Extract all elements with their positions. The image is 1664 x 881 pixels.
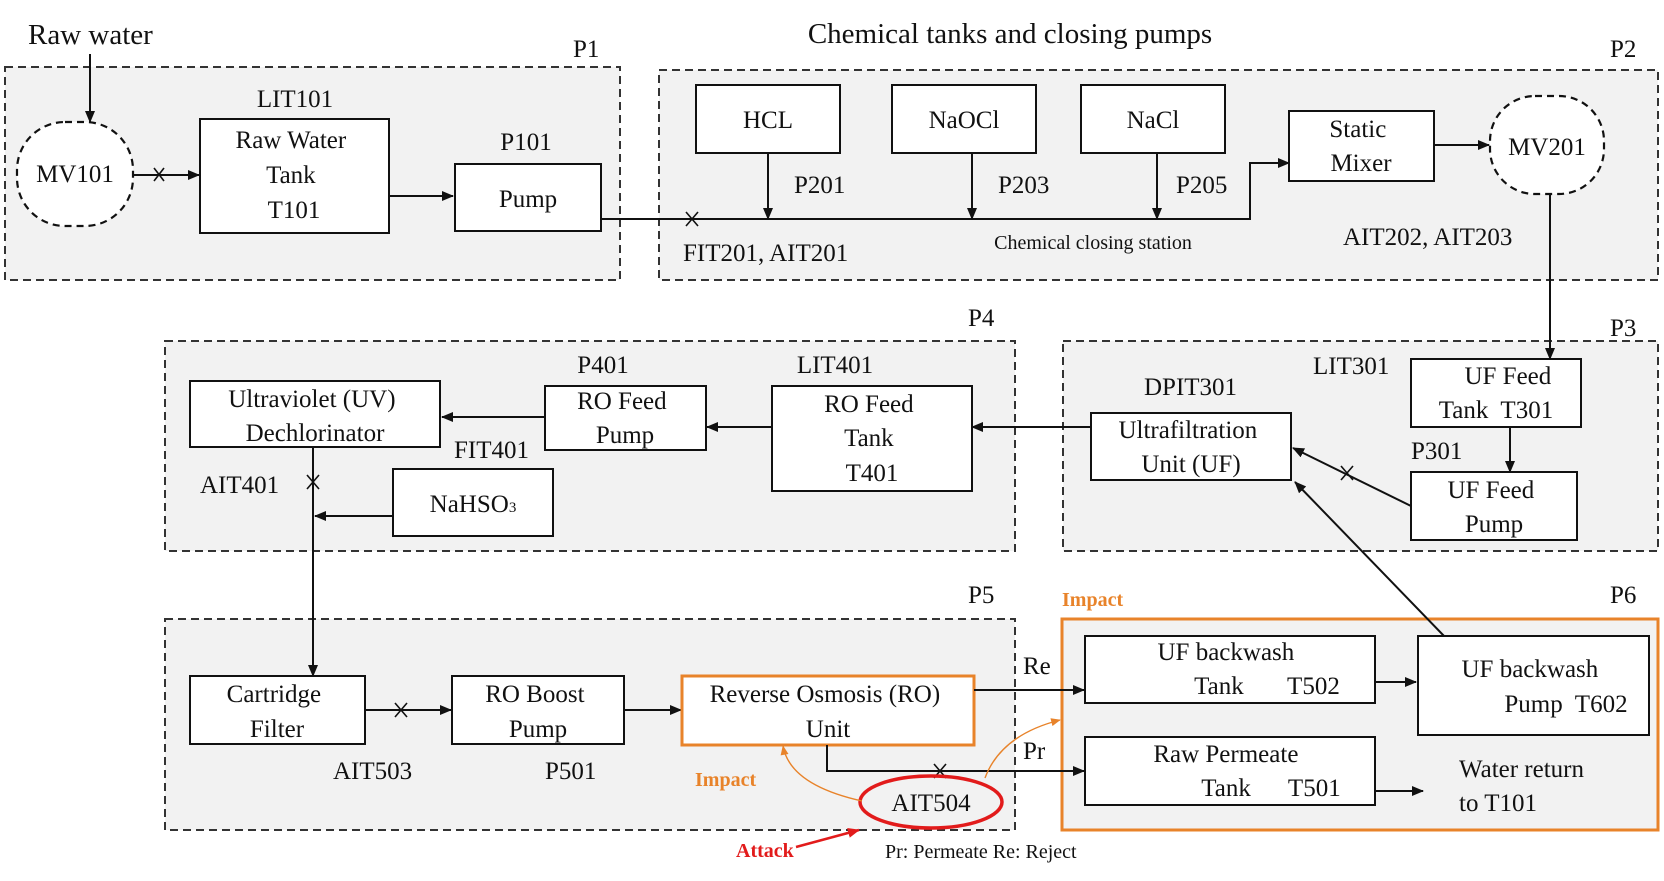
tank-t301-label: UF Feed Tank T301 [1439, 363, 1558, 424]
pump-ro-boost-label: RO Boost Pump [485, 681, 591, 743]
stage-p4-label: P4 [968, 305, 995, 332]
chemical-tanks-heading: Chemical tanks and closing pumps [808, 18, 1212, 50]
stage-p3-label: P3 [1610, 315, 1636, 342]
tank-nahso3 [392, 468, 554, 537]
sensor-cross-fit201 [685, 211, 699, 227]
tank-t101-tag: LIT101 [257, 86, 333, 113]
sensor-ait503-label: AIT503 [333, 758, 412, 785]
stage-p1-label: P1 [573, 36, 599, 63]
pump-p301-label: UF Feed Pump [1447, 477, 1540, 538]
tank-hcl [695, 84, 841, 154]
static-mixer [1288, 110, 1435, 182]
tank-naocl-label: NaOCl [929, 107, 1000, 134]
tank-t501 [1084, 736, 1376, 806]
tank-hcl-label: HCL [743, 107, 793, 134]
sensor-ait504-label: AIT504 [891, 790, 971, 817]
tank-t501-label: Raw Permeate Tank T501 [1153, 741, 1340, 802]
water-return-label: Water return to T101 [1459, 756, 1590, 817]
attack-label: Attack [736, 840, 795, 862]
tank-t101-label: Raw Water Tank T101 [236, 127, 353, 224]
attack-target-ring [858, 774, 1004, 830]
tank-t301-tag: LIT301 [1313, 353, 1389, 380]
reverse-osmosis-unit-label: Reverse Osmosis (RO) Unit [710, 681, 947, 743]
uv-dechlorinator-label: Ultraviolet (UV) Dechlorinator [228, 386, 402, 447]
cartridge-filter [189, 675, 366, 745]
uf-unit-tag: DPIT301 [1144, 374, 1237, 401]
sensor-cross-mv101 [153, 167, 165, 182]
pump-p203-label: P203 [998, 172, 1049, 199]
flow-reject-label: Re [1023, 653, 1051, 680]
valve-mv101-label: MV101 [36, 161, 114, 188]
uv-dechlorinator [189, 380, 441, 448]
sensors-fit201-ait201: FIT201, AIT201 [683, 240, 848, 267]
raw-water-label: Raw water [28, 19, 153, 51]
sensor-fit401-label: FIT401 [454, 437, 529, 464]
pump-p301-tag: P301 [1411, 438, 1462, 465]
tank-nacl-label: NaCl [1127, 107, 1180, 134]
pump-t602-label: UF backwash Pump T602 [1461, 656, 1627, 718]
tank-t101 [199, 118, 390, 234]
ultrafiltration-unit-label: Ultrafiltration Unit (UF) [1118, 417, 1263, 478]
pump-p101-tag: P101 [500, 129, 551, 156]
pump-p201-label: P201 [794, 172, 845, 199]
stage-p5-label: P5 [968, 582, 994, 609]
static-mixer-label: Static Mixer [1329, 116, 1392, 177]
tank-t301 [1410, 358, 1582, 428]
pump-p101-label: Pump [499, 186, 557, 213]
sensor-cross-ait503 [394, 702, 408, 718]
flow-legend: Pr: Permeate Re: Reject [885, 841, 1077, 863]
impact-label-ro: Impact [695, 769, 756, 791]
pump-p401-label: RO Feed Pump [577, 388, 673, 449]
pump-p101 [454, 163, 602, 232]
ultrafiltration-unit [1090, 412, 1292, 481]
pump-p401-tag: P401 [577, 352, 628, 379]
cartridge-filter-label: Cartridge Filter [227, 681, 328, 743]
valve-mv201-label: MV201 [1508, 134, 1586, 161]
pump-p401 [544, 385, 707, 451]
flow-permeate-label: Pr [1023, 738, 1046, 765]
pump-t602 [1417, 635, 1650, 736]
valve-mv201 [1488, 94, 1606, 196]
pump-p205-label: P205 [1176, 172, 1227, 199]
tank-t401-label: RO Feed Tank T401 [824, 391, 920, 487]
chemical-closing-station-label: Chemical closing station [994, 232, 1192, 254]
sensor-cross-ait401 [306, 474, 320, 490]
tank-t502-label: UF backwash Tank T502 [1157, 639, 1339, 700]
tank-naocl [891, 84, 1037, 154]
tank-t502 [1084, 635, 1376, 704]
tank-t401 [771, 385, 973, 492]
stage-p2-label: P2 [1610, 36, 1636, 63]
tank-nacl [1080, 84, 1226, 154]
pump-ro-boost [451, 675, 625, 745]
tank-t401-tag: LIT401 [797, 352, 873, 379]
stage-p6-label: P6 [1610, 582, 1636, 609]
tank-nahso3-label: NaHSO3 [430, 491, 517, 518]
impact-label-p6: Impact [1062, 589, 1123, 611]
pump-p501-label: P501 [545, 758, 596, 785]
sensors-ait202-ait203: AIT202, AIT203 [1343, 224, 1512, 251]
sensor-ait401-label: AIT401 [200, 472, 279, 499]
sensor-cross-p301 [1340, 465, 1354, 481]
